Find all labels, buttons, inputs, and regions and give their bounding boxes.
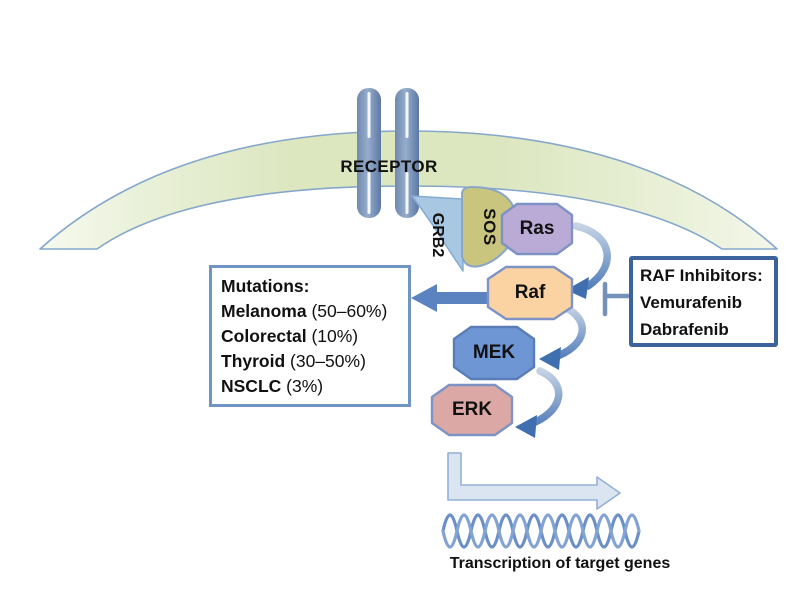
mutation-detail: (50–60%) [306,301,388,321]
erk-node [430,383,514,437]
raf-to-mek-arrow [548,303,586,362]
grb2-shape [411,195,464,272]
mek-node [452,325,536,381]
sos-label: SOS [480,208,499,246]
raf-to-mek-arrowhead-icon [539,347,561,370]
raf-inhibitor-drug-vemurafenib: Vemurafenib [640,293,743,312]
mutation-name: Melanoma [221,301,307,321]
mutation-name: Colorectal [221,326,307,346]
ras-node [500,202,574,256]
transcription-label: Transcription of target genes [449,555,671,572]
mutation-detail: (10%) [306,326,359,346]
receptor-bar-slit [367,172,371,214]
mutation-detail: (30–50%) [285,351,366,371]
mutation-row-nsclc: NSCLC (3%) [221,374,408,399]
receptor-transmembrane-bars [357,88,419,218]
mek-to-erk-arrow [524,367,563,429]
mutations-box: Mutations: Melanoma (50–60%) Colorectal … [209,265,411,407]
raf-inhibition-tbar-icon [602,281,632,317]
mutation-name: Thyroid [221,351,286,371]
grb2-label: GRB2 [429,212,446,258]
ras-to-raf-arrowhead-icon [566,277,589,299]
mutation-row-colorectal: Colorectal (10%) [221,324,408,349]
mek-label: MEK [472,342,516,363]
activation-arrows [515,222,611,438]
raf-inhibitors-box: RAF Inhibitors: Vemurafenib Dabrafenib [629,256,778,347]
transcription-bent-arrow [447,452,621,510]
raf-to-mutations-arrow [411,284,500,312]
mek-to-erk-arrowhead-icon [515,415,537,438]
raf-inhibitor-drug-dabrafenib: Dabrafenib [640,320,729,339]
dna-strand-2 [441,513,641,549]
receptor-bar-slit [405,172,409,214]
raf-node [486,265,574,321]
dna-helix-icon [441,513,641,549]
receptor-bar-slit [367,92,371,138]
raf-label: Raf [514,282,546,303]
cell-membrane-arc [39,130,778,250]
ras-to-raf-arrow [572,222,611,290]
receptor-bar-left-icon [357,88,381,218]
mutation-row-melanoma: Melanoma (50–60%) [221,299,408,324]
mutation-detail: (3%) [281,376,324,396]
ras-label: Ras [519,218,555,239]
receptor-label: RECEPTOR [340,157,438,176]
mutation-row-thyroid: Thyroid (30–50%) [221,349,408,374]
mutations-box-title: Mutations: [221,276,310,296]
receptor-bar-right-icon [395,88,419,218]
mutation-name: NSCLC [221,376,282,396]
erk-label: ERK [451,399,493,420]
receptor-bar-slit [405,92,409,138]
raf-inhibitors-title: RAF Inhibitors: [640,266,763,285]
